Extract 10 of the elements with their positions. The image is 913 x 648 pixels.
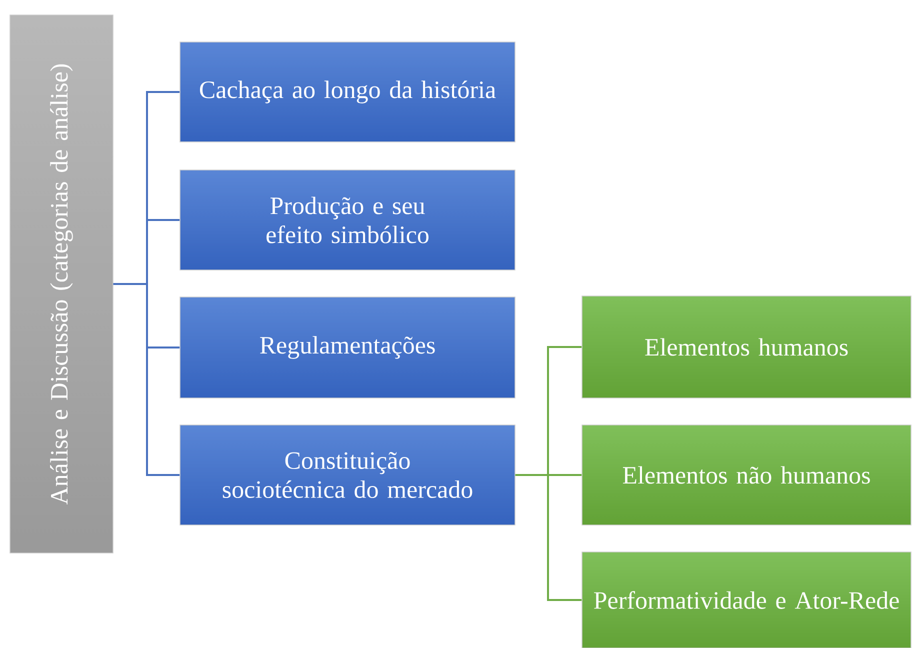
category-box: Regulamentações xyxy=(180,296,516,398)
category-box: Produção e seu efeito simbólico xyxy=(180,170,516,270)
connector-line xyxy=(113,283,180,476)
subcategory-box: Elementos humanos xyxy=(582,296,912,398)
subcategory-box: Performatividade e Ator-Rede xyxy=(582,552,912,648)
connector-line xyxy=(515,474,582,601)
subcategory-box: Elementos não humanos xyxy=(582,424,912,526)
category-box: Cachaça ao longo da história xyxy=(180,42,516,142)
category-box: Constituição sociotécnica do mercado xyxy=(180,424,516,526)
category-box: Análise e Discussão (categorias de análise) xyxy=(10,14,114,554)
